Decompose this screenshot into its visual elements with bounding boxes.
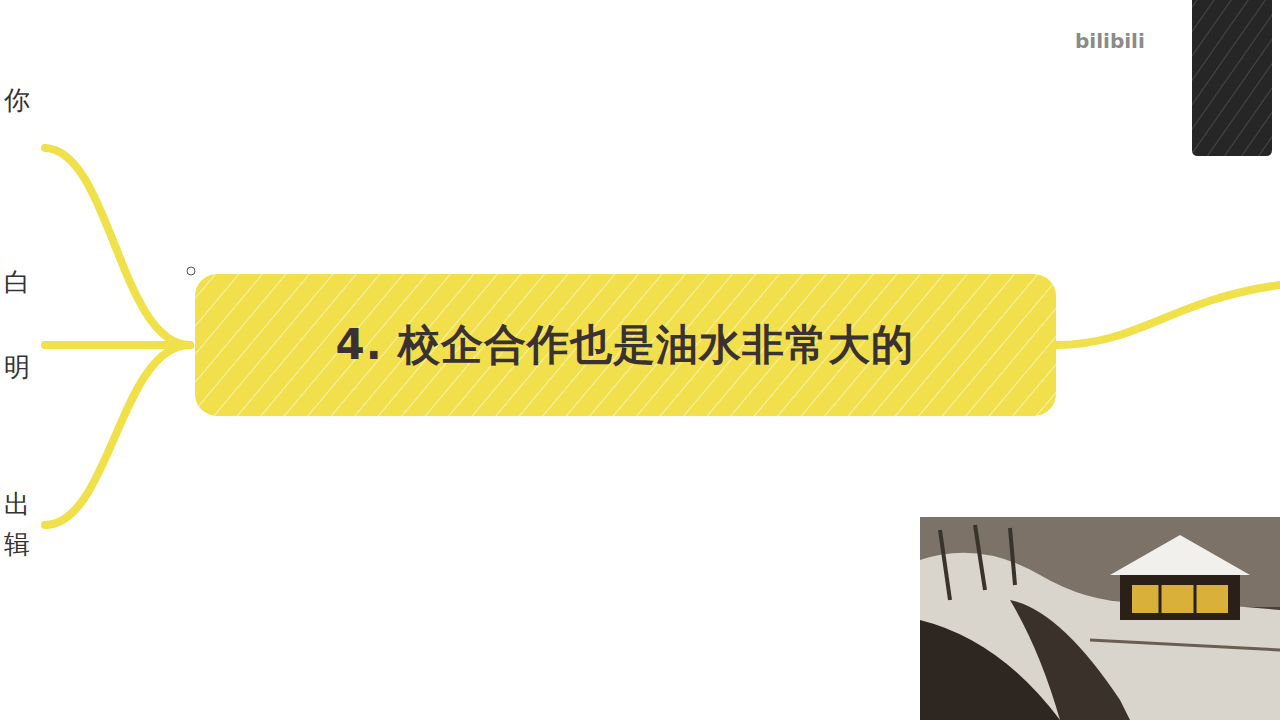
corner-panel bbox=[1192, 0, 1272, 156]
photo-inset bbox=[920, 517, 1280, 720]
watermark: bilibili bbox=[1075, 30, 1145, 52]
branch-lines bbox=[45, 148, 1280, 525]
branch-line bbox=[45, 148, 190, 345]
cursor-dot bbox=[187, 267, 195, 275]
branch-line bbox=[1055, 285, 1280, 345]
topic-text: 4. 校企合作也是油水非常大的 bbox=[336, 317, 915, 373]
topic-box: 4. 校企合作也是油水非常大的 bbox=[193, 272, 1058, 418]
branch-text: 出 bbox=[4, 490, 30, 519]
branch-text: 明 bbox=[4, 353, 30, 382]
branch-line bbox=[45, 345, 190, 525]
branch-text: 你 bbox=[4, 86, 30, 115]
branch-text: 辑 bbox=[4, 530, 30, 559]
branch-text: 白 bbox=[4, 268, 30, 297]
